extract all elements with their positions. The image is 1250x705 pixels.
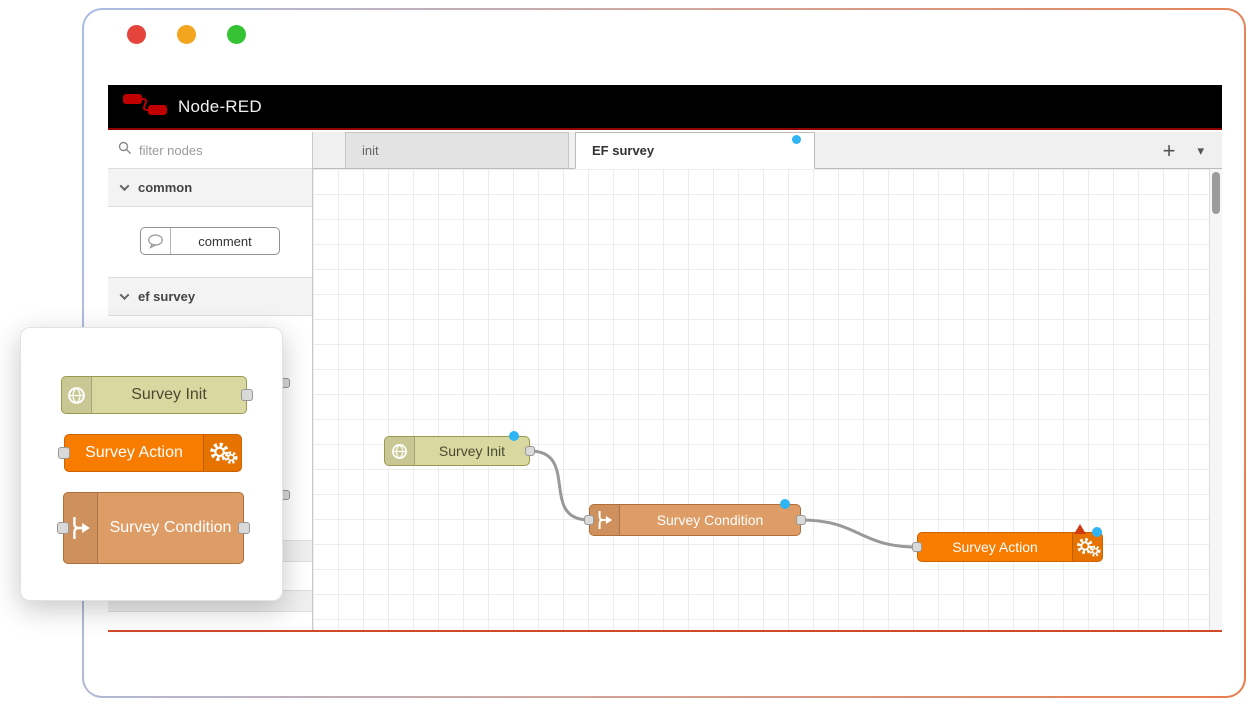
- node-label: Survey Action: [85, 444, 183, 461]
- node-label: Survey Init: [438, 443, 506, 459]
- chevron-down-icon: [119, 181, 130, 192]
- condition-fork-icon: [590, 505, 620, 535]
- popup-node-survey-init[interactable]: Survey Init: [61, 376, 253, 414]
- tab-label: init: [362, 143, 379, 158]
- comment-bubble-icon: [141, 228, 171, 254]
- error-triangle-icon: [1074, 524, 1086, 534]
- globe-icon: [62, 377, 92, 413]
- app-title: Node-RED: [178, 96, 262, 116]
- palette-filter-row: [108, 132, 312, 169]
- output-port[interactable]: [241, 389, 253, 401]
- palette-category-common-body: comment: [108, 207, 312, 278]
- output-port[interactable]: [238, 522, 250, 534]
- input-port[interactable]: [584, 515, 594, 525]
- tab-ef-survey[interactable]: EF survey: [575, 132, 815, 169]
- palette-category-common[interactable]: common: [108, 169, 312, 207]
- flow-canvas[interactable]: Survey Init: [313, 169, 1209, 630]
- canvas-scrollbar[interactable]: [1209, 169, 1222, 630]
- browser-window: Node-RED: [82, 8, 1246, 698]
- wires-layer: [529, 449, 918, 549]
- palette-popup: Survey Init Survey Action Surve: [20, 327, 283, 601]
- node-red-logo-icon: [122, 90, 168, 123]
- tab-init[interactable]: init: [345, 132, 569, 168]
- input-port[interactable]: [57, 522, 69, 534]
- scrollbar-thumb[interactable]: [1212, 172, 1220, 214]
- input-port[interactable]: [912, 542, 922, 552]
- zoom-button[interactable]: [227, 25, 246, 44]
- modified-dot: [780, 499, 790, 509]
- node-survey-condition[interactable]: Survey Condition: [584, 499, 806, 536]
- search-icon: [118, 141, 132, 160]
- gears-icon: [1072, 533, 1102, 561]
- minimize-button[interactable]: [177, 25, 196, 44]
- tab-label: EF survey: [592, 143, 655, 158]
- output-port[interactable]: [796, 515, 806, 525]
- node-label: Survey Condition: [109, 519, 232, 537]
- workspace: init EF survey + ▾: [313, 132, 1222, 630]
- wire[interactable]: [800, 518, 918, 549]
- tab-bar: init EF survey + ▾: [313, 132, 1222, 169]
- modified-dot: [1092, 527, 1102, 537]
- palette-category-ef-survey[interactable]: ef survey: [108, 278, 312, 316]
- node-label: Survey Init: [131, 386, 207, 403]
- wire[interactable]: [529, 449, 590, 522]
- node-survey-action[interactable]: Survey Action: [912, 524, 1103, 562]
- output-port[interactable]: [525, 446, 535, 456]
- condition-fork-icon: [64, 493, 98, 563]
- gears-icon: [203, 435, 241, 471]
- node-label: Survey Condition: [656, 512, 764, 528]
- modified-dot: [509, 431, 519, 441]
- palette-node-comment[interactable]: comment: [140, 227, 280, 255]
- category-label: ef survey: [138, 289, 196, 304]
- globe-icon: [385, 437, 415, 465]
- popup-node-survey-action[interactable]: Survey Action: [58, 434, 242, 472]
- category-label: common: [138, 180, 193, 195]
- add-tab-button[interactable]: +: [1162, 137, 1176, 163]
- palette-node-label: comment: [198, 233, 252, 249]
- input-port[interactable]: [58, 447, 70, 459]
- popup-node-survey-condition[interactable]: Survey Condition: [57, 492, 250, 564]
- tab-menu-caret-icon[interactable]: ▾: [1197, 142, 1204, 158]
- chevron-down-icon: [119, 290, 130, 301]
- filter-nodes-input[interactable]: [139, 142, 312, 158]
- app-header: Node-RED: [108, 85, 1222, 130]
- node-survey-init[interactable]: Survey Init: [384, 431, 535, 466]
- modified-dot: [792, 135, 801, 144]
- traffic-lights: [127, 25, 246, 44]
- close-button[interactable]: [127, 25, 146, 44]
- tab-controls: + ▾: [1163, 132, 1204, 169]
- browser-window-body: Node-RED: [84, 10, 1244, 696]
- node-label: Survey Action: [952, 539, 1038, 555]
